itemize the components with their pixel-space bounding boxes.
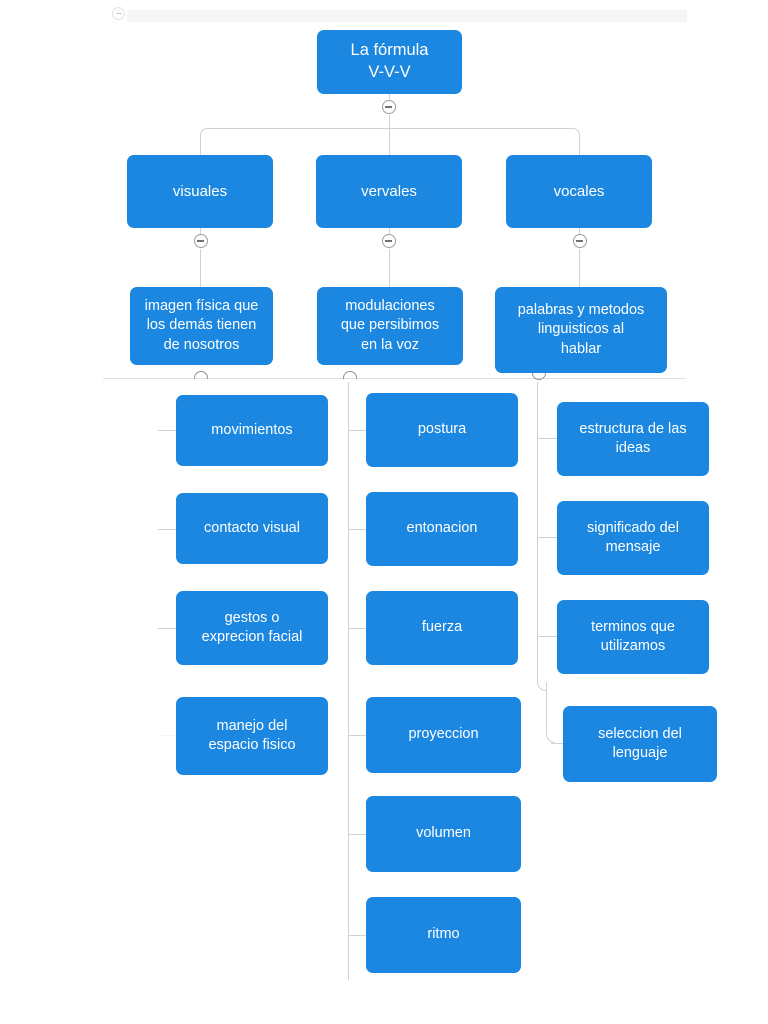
- connector-spine-vocales: [537, 382, 538, 682]
- connector-stub-vervales-4: [349, 735, 368, 736]
- node-visuales[interactable]: visuales: [127, 155, 273, 228]
- connector-elbow-vocales-last: [537, 682, 546, 691]
- toolbar-strip: [127, 10, 687, 22]
- node-leaf-volumen[interactable]: volumen: [366, 796, 521, 872]
- node-leaf-manejo-espacio[interactable]: manejo del espacio fisico: [176, 697, 328, 775]
- node-visuales-definition[interactable]: imagen física que los demás tienen de no…: [130, 287, 273, 365]
- node-vervales-definition[interactable]: modulaciones que persibimos en la voz: [317, 287, 463, 365]
- node-leaf-proyeccion[interactable]: proyeccion: [366, 697, 521, 773]
- node-vocales[interactable]: vocales: [506, 155, 652, 228]
- collapse-circle-icon[interactable]: [112, 7, 125, 20]
- connector-stub-visuales-1: [158, 430, 177, 431]
- connector-stub-vervales-5: [349, 834, 368, 835]
- connector-drop-vocales: [579, 134, 580, 155]
- node-leaf-terminos-utilizamos[interactable]: terminos que utilizamos: [557, 600, 709, 674]
- connector-vocales-last-vertical: [546, 682, 547, 734]
- connector-stub-vocales-2: [538, 537, 557, 538]
- node-leaf-fuerza[interactable]: fuerza: [366, 591, 518, 665]
- connector-elbow-left: [200, 128, 207, 135]
- connector-vervales-stem: [389, 228, 390, 238]
- connector-drop-visuales: [200, 134, 201, 155]
- connector-level2-bus: [206, 128, 574, 129]
- connector-vocales-stem: [579, 228, 580, 238]
- connector-stub-visuales-3: [158, 628, 177, 629]
- connector-elbow-right: [573, 128, 580, 135]
- connector-vervales-stem-lower: [389, 249, 390, 287]
- node-vocales-definition[interactable]: palabras y metodos linguisticos al habla…: [495, 287, 667, 373]
- connector-drop-vervales: [389, 128, 390, 155]
- visuales-toggle-icon[interactable]: [194, 234, 208, 248]
- node-leaf-seleccion-lenguaje[interactable]: seleccion del lenguaje: [563, 706, 717, 782]
- node-leaf-gestos-expresion[interactable]: gestos o exprecion facial: [176, 591, 328, 665]
- connector-spine-vervales: [348, 382, 349, 980]
- connector-stub-vervales-1: [349, 430, 368, 431]
- connector-visuales-stem-lower: [200, 249, 201, 287]
- connector-elbow-vocales-last-bottom: [546, 734, 555, 743]
- visuales-definition-toggle-icon[interactable]: [194, 371, 208, 379]
- connector-vocales-stem-lower: [579, 249, 580, 287]
- node-vervales[interactable]: vervales: [316, 155, 462, 228]
- connector-stub-vervales-6: [349, 935, 368, 936]
- connector-visuales-stem: [200, 228, 201, 238]
- viewport-divider: [103, 378, 686, 379]
- root-toggle-icon[interactable]: [382, 100, 396, 114]
- connector-stub-vocales-3: [538, 636, 557, 637]
- vocales-toggle-icon[interactable]: [573, 234, 587, 248]
- node-leaf-estructura-ideas[interactable]: estructura de las ideas: [557, 402, 709, 476]
- connector-stub-vervales-3: [349, 628, 368, 629]
- connector-root-stem-lower: [389, 115, 390, 129]
- node-leaf-contacto-visual[interactable]: contacto visual: [176, 493, 328, 564]
- node-leaf-movimientos[interactable]: movimientos: [176, 395, 328, 466]
- connector-stub-visuales-4: [158, 735, 177, 736]
- node-leaf-ritmo[interactable]: ritmo: [366, 897, 521, 973]
- vervales-toggle-icon[interactable]: [382, 234, 396, 248]
- connector-stub-vocales-4: [551, 743, 563, 744]
- connector-stub-vervales-2: [349, 529, 368, 530]
- node-leaf-entonacion[interactable]: entonacion: [366, 492, 518, 566]
- node-root[interactable]: La fórmula V-V-V: [317, 30, 462, 94]
- connector-stub-visuales-2: [158, 529, 177, 530]
- connector-stub-vocales-1: [538, 438, 557, 439]
- node-leaf-postura[interactable]: postura: [366, 393, 518, 467]
- vervales-definition-toggle-icon[interactable]: [343, 371, 357, 379]
- node-leaf-significado-mensaje[interactable]: significado del mensaje: [557, 501, 709, 575]
